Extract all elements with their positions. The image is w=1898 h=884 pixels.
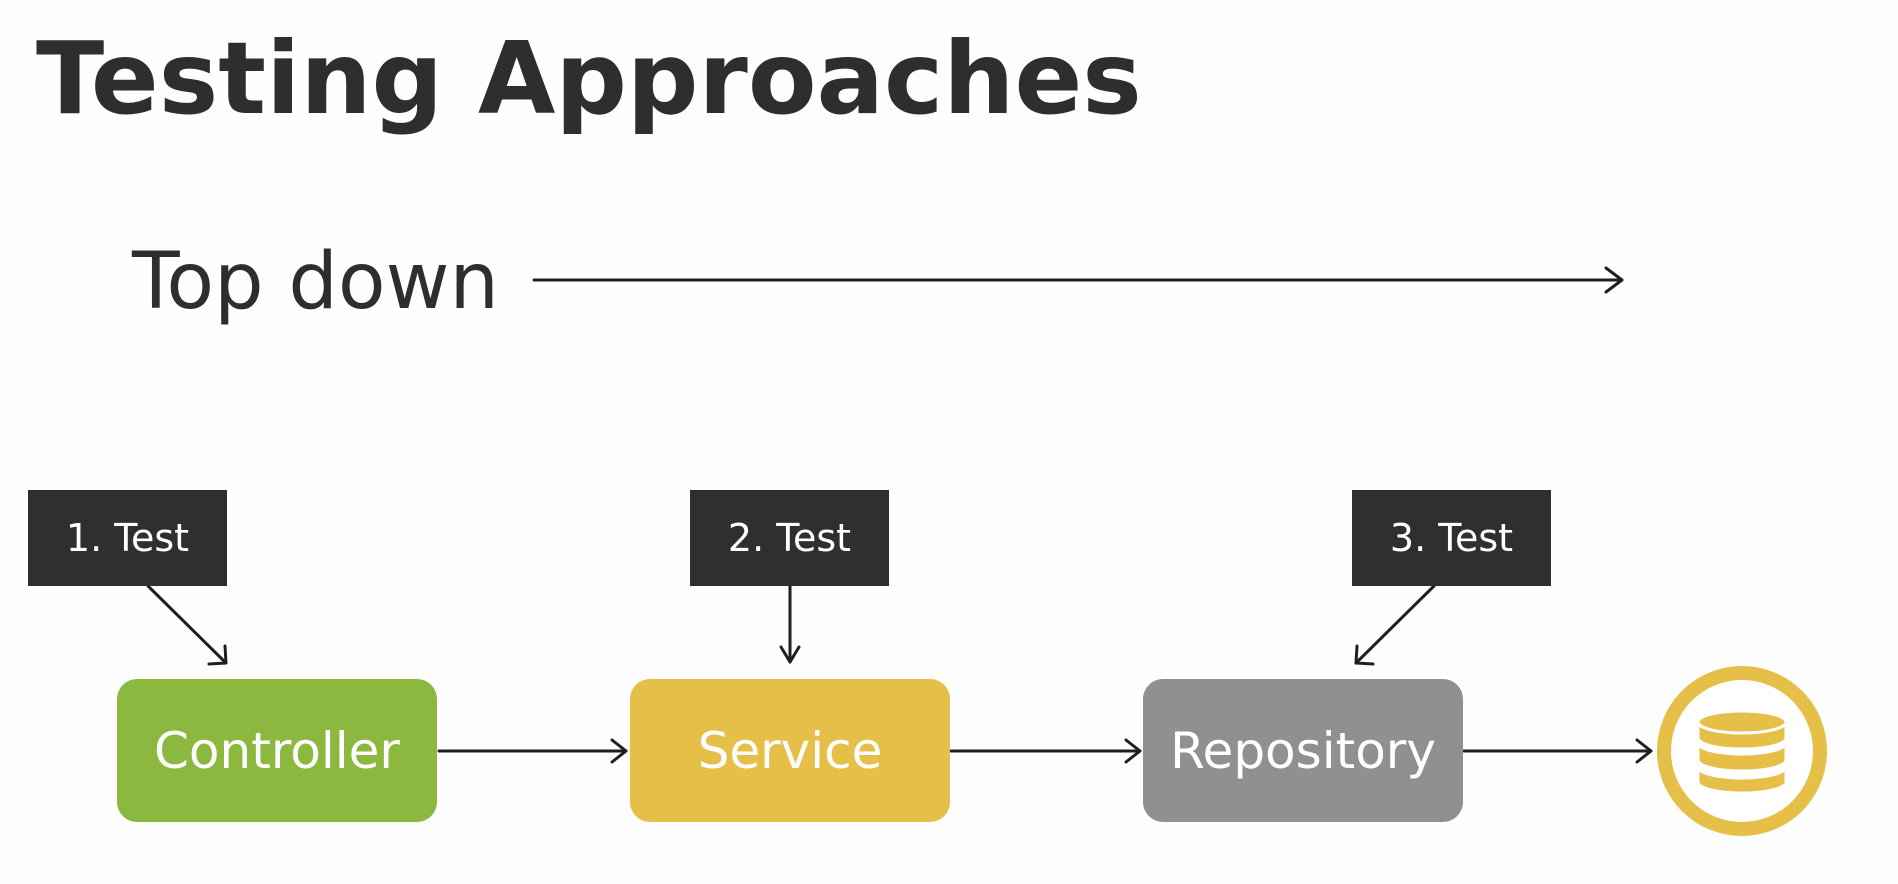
- database-icon: [1657, 666, 1827, 836]
- test-2-pointer-arrow: [779, 584, 801, 664]
- slide-title: Testing Approaches: [36, 20, 1142, 137]
- test-1-label: 1. Test: [28, 490, 227, 586]
- flow-arrow-service-to-repository: [949, 738, 1142, 764]
- top-down-arrow: [532, 266, 1624, 294]
- test-2-label: 2. Test: [690, 490, 889, 586]
- flow-arrow-repository-to-database: [1462, 738, 1653, 764]
- top-down-label: Top down: [132, 237, 499, 327]
- test-3-pointer-arrow: [1354, 584, 1436, 666]
- service-box: Service: [630, 679, 950, 822]
- controller-box: Controller: [117, 679, 437, 822]
- test-3-label: 3. Test: [1352, 490, 1551, 586]
- repository-box: Repository: [1143, 679, 1463, 822]
- flow-arrow-controller-to-service: [437, 738, 628, 764]
- test-1-pointer-arrow: [146, 584, 228, 666]
